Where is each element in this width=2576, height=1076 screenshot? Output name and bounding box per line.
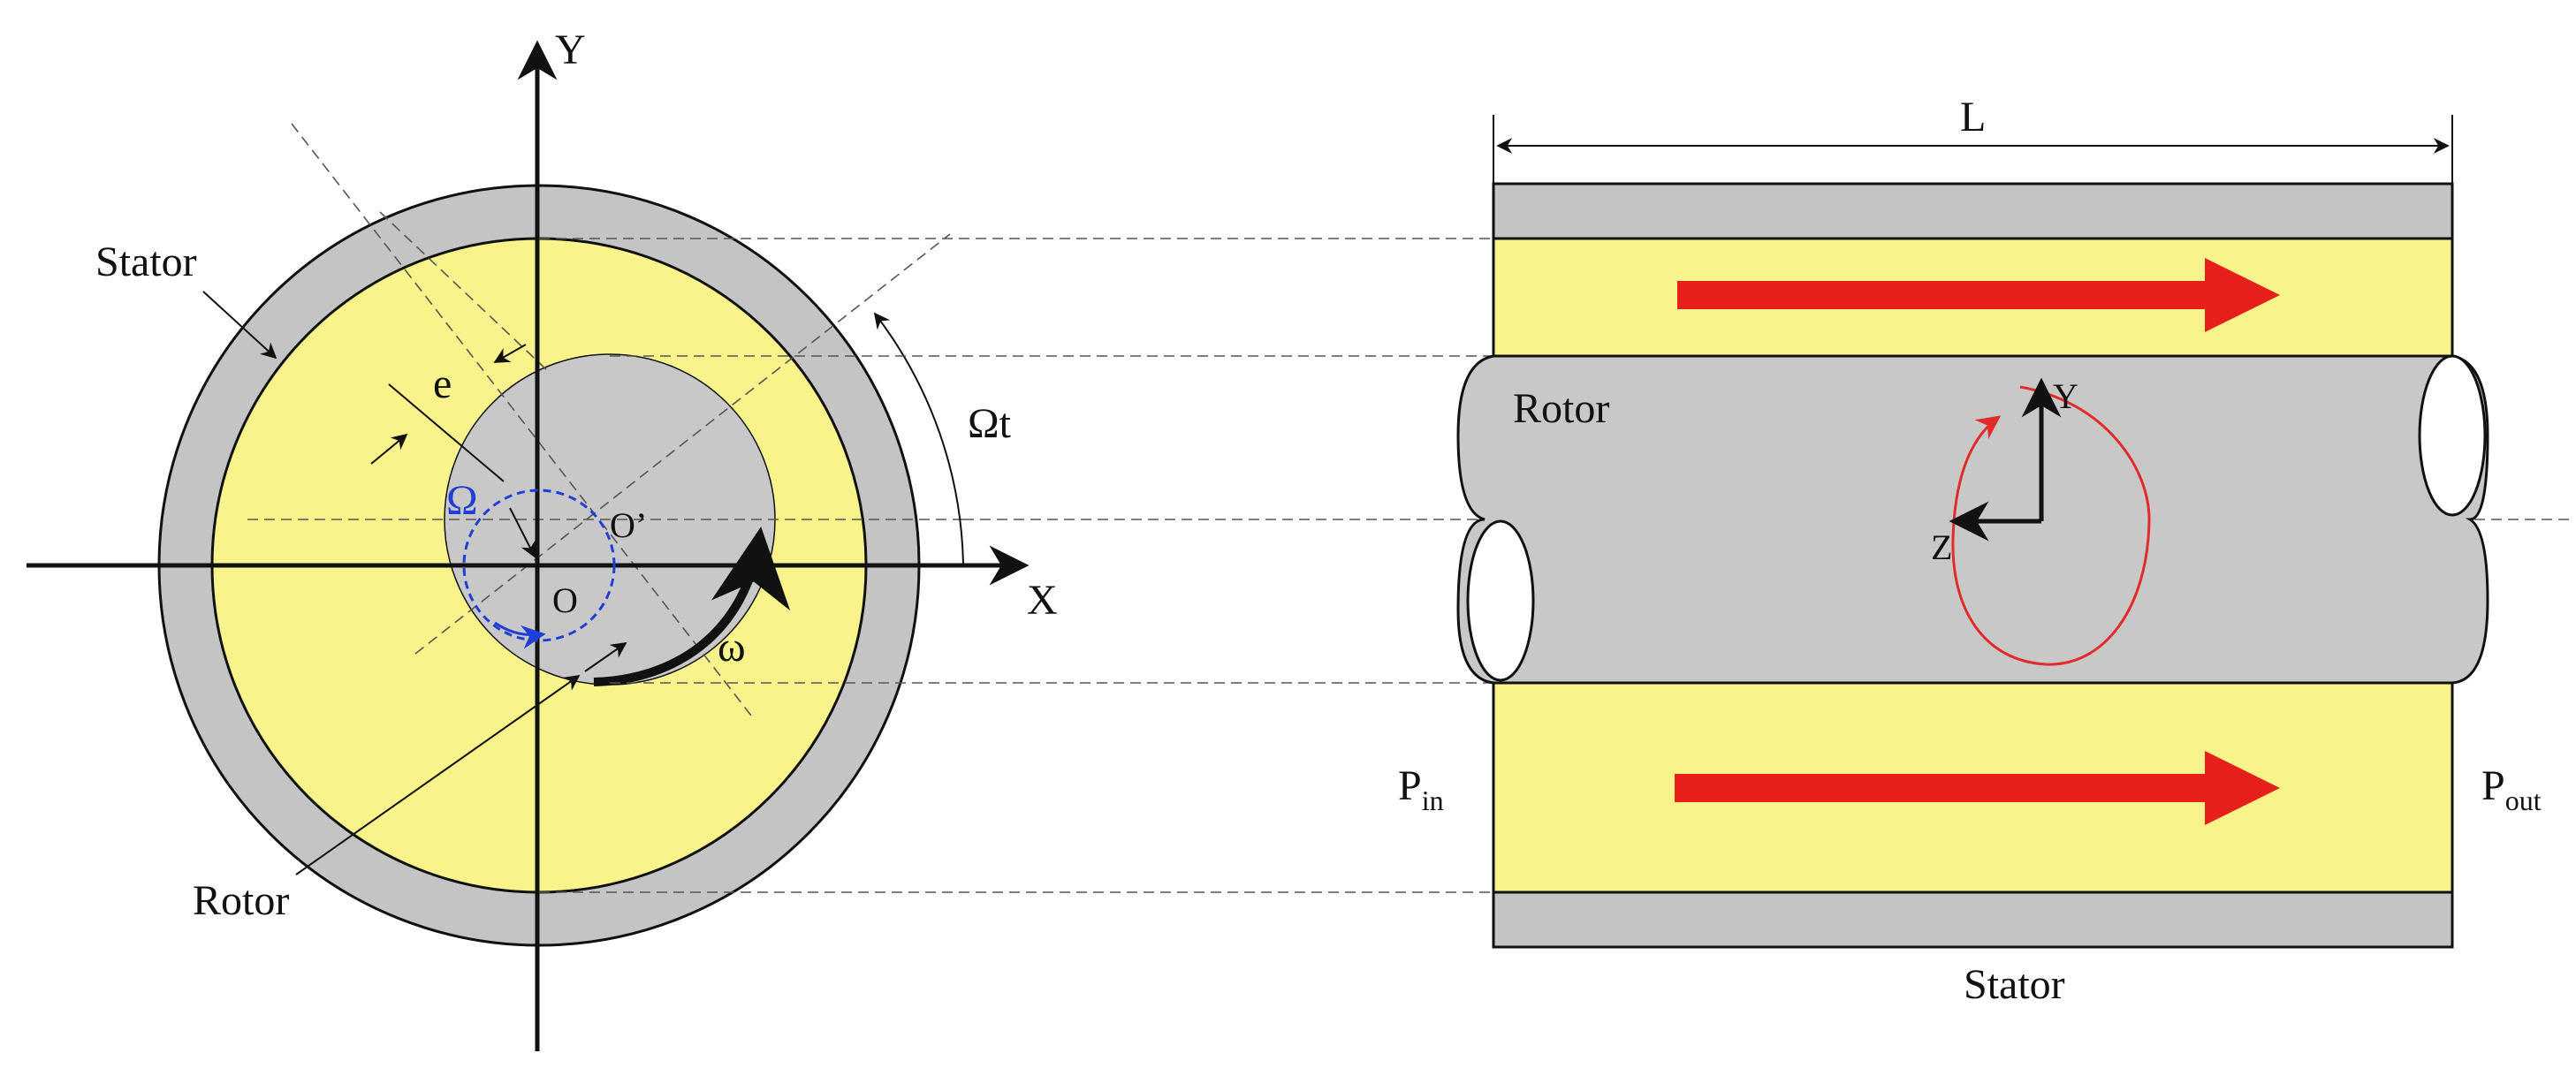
eccentricity-tick-lower	[370, 433, 408, 465]
y-axis-label: Y	[555, 27, 586, 73]
flow-arrow-top	[1677, 258, 2280, 332]
whirl-diagonal-line	[414, 233, 951, 655]
stator-top-wall	[1492, 182, 2454, 240]
stator-label-right: Stator	[1964, 961, 2065, 1008]
spin-arrow	[593, 527, 791, 686]
origin-label: O	[552, 580, 578, 620]
inlet-pressure-label: Pin	[1398, 762, 1444, 816]
stator-label-left: Stator	[95, 239, 197, 285]
eccentricity-guide-lower	[388, 383, 505, 482]
rotor-end-left	[1466, 519, 1535, 682]
whirl-speed-label: Ω	[446, 477, 478, 524]
local-z-label: Z	[1931, 527, 1952, 567]
rotor-label-left: Rotor	[193, 877, 289, 924]
spin-speed-label: ω	[718, 624, 746, 671]
rotor-axis-diagonal	[291, 123, 752, 716]
rotor-label-right: Rotor	[1513, 385, 1609, 432]
eccentricity-label: e	[433, 360, 452, 407]
flow-arrow-bottom	[1675, 751, 2280, 825]
whirl-orbit-arrow	[494, 621, 546, 649]
whirl-angle-label: Ωt	[968, 400, 1012, 447]
eccentricity-guide-upper	[379, 211, 549, 372]
center-offset-pointer	[509, 507, 536, 558]
projection-lines	[539, 238, 2572, 893]
cross-section-view: Y X Stator e Ω Ωt O’ O ω Rotor	[27, 27, 1058, 1051]
outlet-pressure-label: Pout	[2481, 762, 2542, 816]
spin-arrow-tail-hint	[584, 641, 627, 672]
rotor-center-label: O’	[610, 505, 647, 545]
rotor-end-right	[2418, 354, 2487, 517]
stator-bottom-wall	[1492, 890, 2454, 949]
x-axis-label: X	[1027, 577, 1058, 624]
local-y-label: Y	[2053, 376, 2078, 416]
length-label: L	[1960, 94, 1986, 140]
stator-pointer	[202, 291, 277, 360]
whirl-angle-arc	[873, 312, 964, 566]
eccentricity-tick-upper	[493, 344, 527, 363]
longitudinal-view: L Rotor Y Z Pin Pout Stator	[1398, 94, 2542, 1008]
rotor-pointer	[295, 674, 581, 875]
whirl-orbit	[462, 489, 616, 642]
